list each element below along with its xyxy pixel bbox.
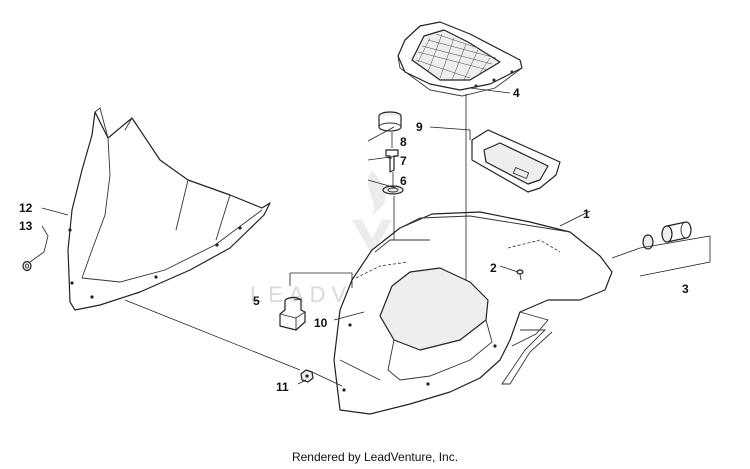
callout-11: 11	[276, 380, 289, 394]
callout-8: 8	[400, 135, 407, 149]
callout-3: 3	[682, 282, 689, 296]
part-4-net-tray	[397, 21, 523, 97]
callout-2: 2	[490, 261, 497, 275]
callout-13: 13	[19, 219, 33, 233]
callout-12: 12	[19, 201, 33, 215]
part-3-knob-assembly	[642, 221, 692, 250]
part-13-grommet	[22, 260, 32, 272]
part-9-switch-box	[471, 129, 561, 193]
part-11-nut	[300, 369, 314, 383]
callout-9: 9	[416, 120, 423, 134]
callout-6: 6	[400, 174, 407, 188]
windshield	[67, 107, 271, 311]
callout-7: 7	[400, 154, 407, 168]
callout-10: 10	[314, 316, 328, 330]
part-5-socket	[279, 296, 306, 331]
callout-4: 4	[513, 86, 520, 100]
leader-lines	[29, 87, 711, 387]
callout-1: 1	[583, 207, 590, 221]
part-8-cap	[378, 111, 402, 132]
callout-5: 5	[253, 294, 260, 308]
part-7-key	[385, 149, 399, 173]
part-1-hood	[333, 211, 613, 415]
footer-credit: Rendered by LeadVenture, Inc.	[291, 450, 459, 464]
